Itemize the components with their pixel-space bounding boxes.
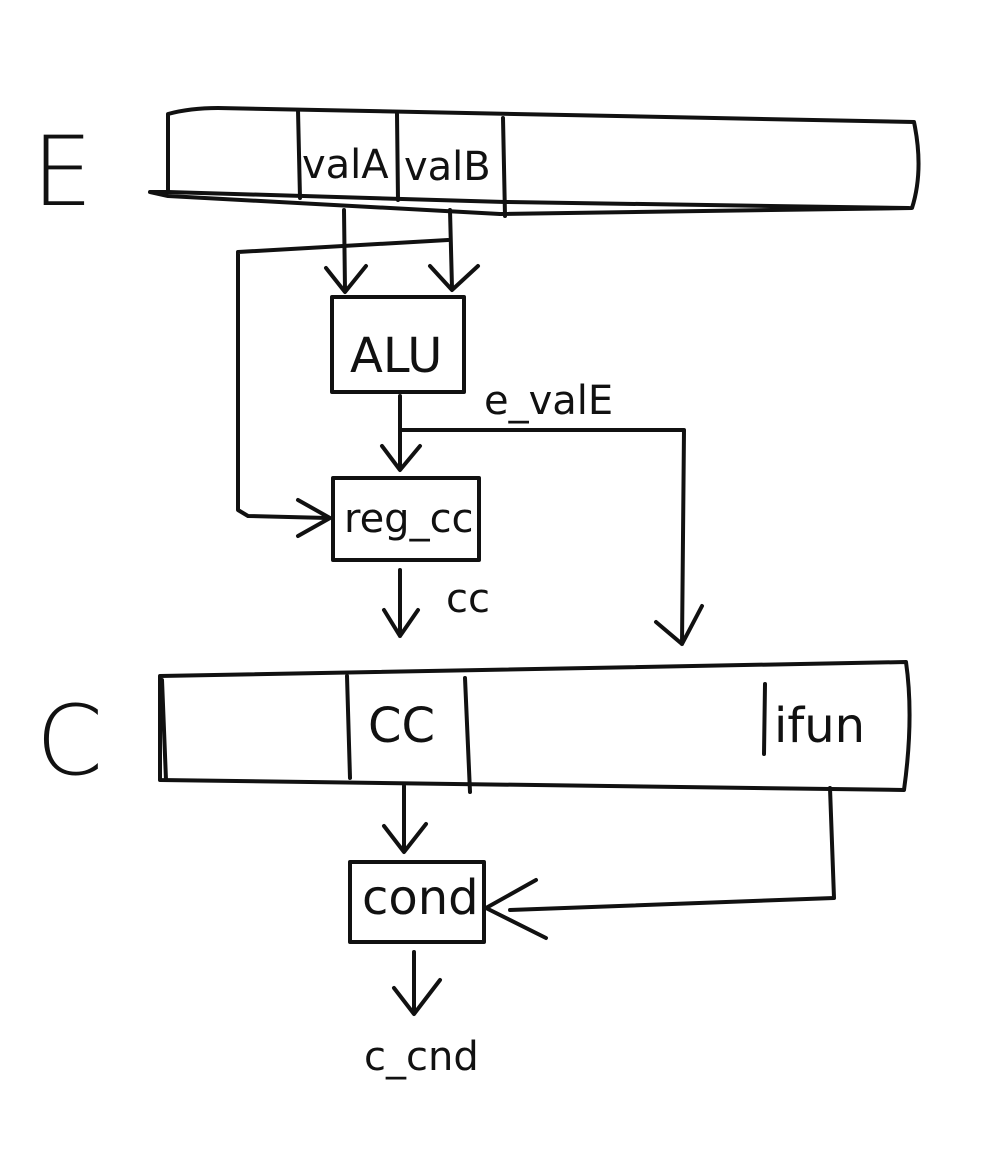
c-divider-1: [160, 678, 168, 782]
arrow-cond-output: [392, 950, 442, 1016]
c-register-outline: [158, 660, 912, 792]
e-field-valb: valB: [404, 144, 491, 190]
wire-e-vale: [400, 428, 704, 646]
c-divider-3: [463, 676, 472, 794]
wire-to-reg-cc: [236, 238, 450, 538]
e-vale-label: e_valE: [484, 378, 613, 424]
cond-label: cond: [362, 870, 479, 926]
arrow-alu-to-reg-cc: [380, 394, 422, 472]
c-stage-label: C: [36, 685, 103, 797]
e-divider-2: [395, 112, 400, 202]
alu-label: ALU: [350, 328, 442, 384]
c-divider-2: [345, 674, 352, 780]
c-field-cc: CC: [368, 698, 435, 754]
reg-cc-block: [331, 476, 481, 562]
e-stage-register: [148, 106, 921, 218]
c-divider-4: [762, 682, 767, 756]
e-stage-label: E: [32, 116, 93, 228]
wire-ifun-to-cond: [484, 786, 836, 940]
reg-cc-label: reg_cc: [344, 496, 474, 542]
e-divider-3: [501, 116, 507, 218]
e-register-bottom: [166, 190, 910, 210]
c-cnd-label: c_cnd: [364, 1034, 479, 1080]
cc-signal-label: cc: [446, 576, 490, 622]
arrow-cc-to-cond: [382, 784, 428, 854]
e-divider-1: [296, 108, 302, 200]
e-field-vala: valA: [302, 142, 389, 188]
e-register-outline: [148, 106, 921, 216]
alu-block: [330, 295, 466, 394]
c-stage-register: [158, 660, 912, 794]
c-field-ifun: ifun: [774, 698, 865, 754]
cond-block: [348, 860, 486, 944]
arrow-reg-cc-to-c: [382, 568, 420, 638]
arrow-valb-to-alu: [428, 208, 480, 292]
arrow-vala-to-alu: [324, 208, 368, 294]
